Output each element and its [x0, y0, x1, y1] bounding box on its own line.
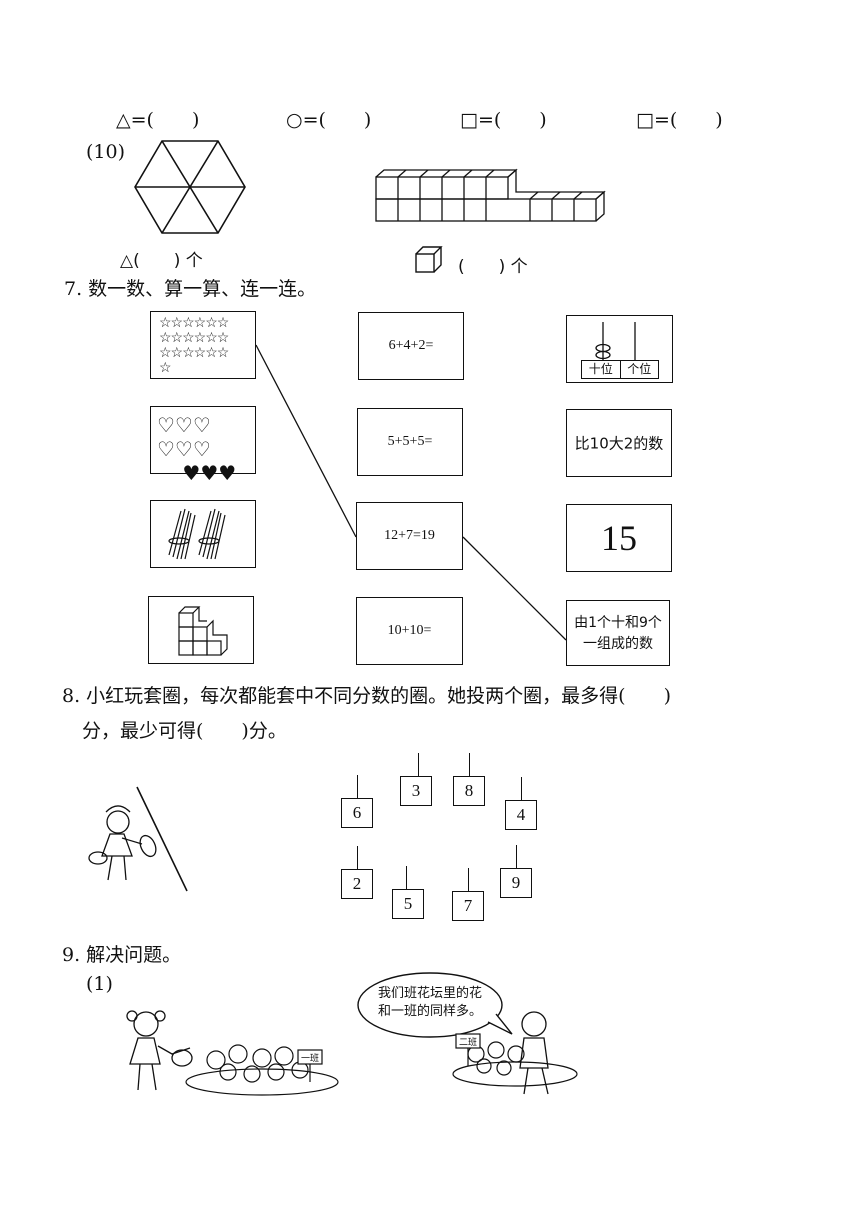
speech-bubble-text: 我们班花坛里的花 和一班的同样多。: [364, 985, 496, 1021]
number-card-15[interactable]: 15: [566, 504, 672, 572]
description-text-1: 比10大2的数: [574, 434, 664, 453]
sticks-card[interactable]: [150, 500, 256, 568]
description-text-2: 由1个十和9个 一组成的数: [567, 613, 669, 655]
ring-4[interactable]: 4: [505, 800, 537, 830]
blank-square-2[interactable]: □=( ): [636, 109, 723, 131]
place-value-table: 十位 个位: [581, 360, 659, 379]
equation-card-3[interactable]: 12+7=19: [356, 502, 463, 570]
ones-label: 个位: [627, 362, 652, 376]
small-cube-icon: [415, 246, 443, 273]
equation-text-1: 6+4+2=: [388, 338, 434, 353]
tens-label: 十位: [582, 361, 621, 378]
hearts-card[interactable]: ♡♡♡ ♡♡♡ ♥♥♥: [150, 406, 256, 485]
blocks-card[interactable]: [148, 596, 254, 664]
block-stairs-icon: [178, 606, 228, 656]
description-line-2: 一组成的数: [583, 636, 653, 652]
hexagon-figure: [134, 140, 246, 234]
equation-text-4: 10+10=: [387, 623, 432, 638]
equation-card-2[interactable]: 5+5+5=: [357, 408, 463, 476]
question-8-line-1: 8. 小红玩套圈，每次都能套中不同分数的圈。她投两个圈，最多得( ): [62, 685, 671, 707]
description-card-2[interactable]: 由1个十和9个 一组成的数: [566, 600, 670, 666]
triangle-count-blank[interactable]: △( ) 个: [120, 251, 203, 271]
question-7-title: 7. 数一数、算一算、连一连。: [64, 278, 317, 300]
ring-5[interactable]: 5: [392, 889, 424, 919]
item-number-10: (10): [86, 141, 126, 163]
flower-bed-1: [185, 1044, 339, 1096]
speech-line-2: 和一班的同样多。: [377, 1004, 482, 1019]
equation-text-2: 5+5+5=: [387, 434, 433, 449]
ring-3[interactable]: 3: [400, 776, 432, 806]
equation-card-1[interactable]: 6+4+2=: [358, 312, 464, 380]
description-line-1: 由1个十和9个: [574, 615, 662, 631]
class-2-sign: 二班: [458, 1038, 477, 1048]
ring-9[interactable]: 9: [500, 868, 532, 898]
girl-watering-figure: [126, 1010, 193, 1091]
equation-card-4[interactable]: 10+10=: [356, 597, 463, 665]
girl-throwing-figure: [88, 805, 157, 881]
ring-6[interactable]: 6: [341, 798, 373, 828]
throw-line: [136, 786, 188, 892]
item-number-1: (1): [86, 973, 113, 995]
stars-card[interactable]: ☆☆☆☆☆☆☆☆☆☆☆☆☆☆☆☆☆☆☆: [150, 311, 256, 379]
blank-circle[interactable]: ○=( ): [286, 109, 372, 131]
abacus-icon: [595, 322, 636, 360]
abacus-card[interactable]: 十位 个位: [566, 315, 673, 383]
cube-stack-figure: [375, 168, 606, 222]
speech-bubble: [357, 972, 503, 1038]
speech-line-1: 我们班花坛里的花: [377, 986, 482, 1001]
question-9-title: 9. 解决问题。: [62, 944, 182, 966]
question-8-line-2: 分，最少可得( )分。: [82, 720, 287, 742]
boy-standing-figure: [519, 1011, 549, 1095]
answer-lines: [255, 344, 567, 641]
flower-bed-2: [452, 1041, 578, 1087]
description-card-1[interactable]: 比10大2的数: [566, 409, 672, 477]
number-15-text: 15: [601, 518, 637, 558]
ring-7[interactable]: 7: [452, 891, 484, 921]
blank-triangle[interactable]: △=( ): [116, 109, 200, 131]
stick-bundle-icon: [168, 508, 226, 560]
ring-2[interactable]: 2: [341, 869, 373, 899]
cube-count-blank[interactable]: ( ) 个: [458, 257, 528, 277]
ring-8[interactable]: 8: [453, 776, 485, 806]
blank-square-1[interactable]: □=( ): [460, 109, 547, 131]
star-icons: ☆☆☆☆☆☆☆☆☆☆☆☆☆☆☆☆☆☆☆: [159, 315, 229, 376]
equation-text-3: 12+7=19: [384, 528, 435, 543]
class-1-sign: 一班: [300, 1054, 319, 1064]
heart-icons: ♡♡♡ ♡♡♡ ♥♥♥: [157, 413, 237, 485]
